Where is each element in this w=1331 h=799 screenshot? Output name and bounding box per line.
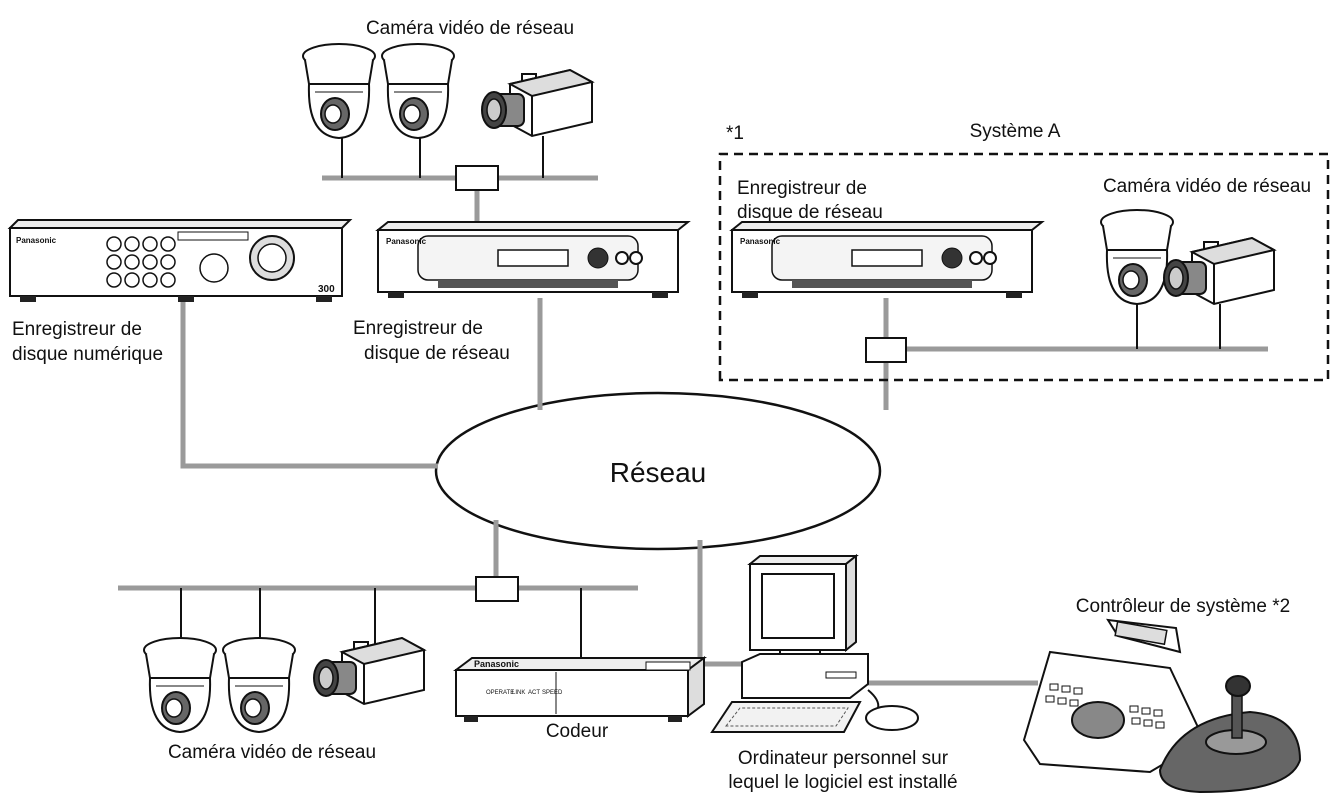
- encoder-led-speed: SPEED: [542, 690, 563, 696]
- system-a-dome-camera: [1100, 209, 1174, 305]
- pc-label-line1: Ordinateur personnel sur: [738, 748, 949, 769]
- camera-bottom-box: [313, 637, 425, 705]
- nvr-a-label-line2: disque de réseau: [737, 202, 883, 223]
- system-a-box-camera: [1163, 237, 1275, 305]
- dvr-model-badge: 300: [318, 284, 335, 295]
- nvr-label-line1: Enregistreur de: [353, 318, 483, 339]
- encoder-label: Codeur: [546, 721, 609, 742]
- controller-label: Contrôleur de système *2: [1076, 596, 1290, 617]
- system-a-label: Système A: [970, 121, 1061, 142]
- encoder-brand: Panasonic: [474, 659, 519, 669]
- note-1: *1: [726, 123, 744, 144]
- personal-computer: [710, 553, 919, 733]
- camera-bottom-dome-2: [222, 637, 296, 733]
- cameras-bottom-label: Caméra vidéo de réseau: [168, 742, 376, 763]
- system-controller: [1022, 618, 1302, 794]
- dvr-label-line1: Enregistreur de: [12, 319, 142, 340]
- camera-top-dome-2: [381, 43, 455, 139]
- nvr-a-label-line1: Enregistreur de: [737, 178, 867, 199]
- nvr-label-line2: disque de réseau: [364, 343, 510, 364]
- digital-disk-recorder: Panasonic 300: [7, 219, 353, 302]
- network-cloud: [434, 391, 882, 551]
- camera-top-dome-1: [302, 43, 376, 139]
- camera-top-box: [481, 69, 593, 137]
- hub-bottom: [475, 576, 519, 602]
- network-label: Réseau: [610, 457, 707, 488]
- encoder-led-act: ACT: [528, 690, 540, 696]
- nvr-brand: Panasonic: [386, 237, 427, 246]
- camera-bottom-dome-1: [143, 637, 217, 733]
- dvr-label-line2: disque numérique: [12, 344, 163, 365]
- system-a-network-disk-recorder: Panasonic: [731, 221, 1043, 299]
- cameras-top-label: Caméra vidéo de réseau: [366, 18, 574, 39]
- nvr-a-brand: Panasonic: [740, 237, 781, 246]
- hub-top: [455, 165, 499, 191]
- system-a-boundary: [718, 152, 1330, 382]
- encoder-device: Panasonic OPERATE LINK ACT SPEED: [453, 656, 707, 722]
- pc-label-line2: lequel le logiciel est installé: [728, 772, 957, 793]
- hub-system-a: [865, 337, 907, 363]
- network-disk-recorder: Panasonic: [377, 221, 689, 299]
- encoder-led-link: LINK: [512, 690, 525, 696]
- system-a-cameras-label: Caméra vidéo de réseau: [1103, 176, 1311, 197]
- encoder-led-operate: OPERATE: [486, 690, 514, 696]
- dvr-brand: Panasonic: [16, 236, 57, 245]
